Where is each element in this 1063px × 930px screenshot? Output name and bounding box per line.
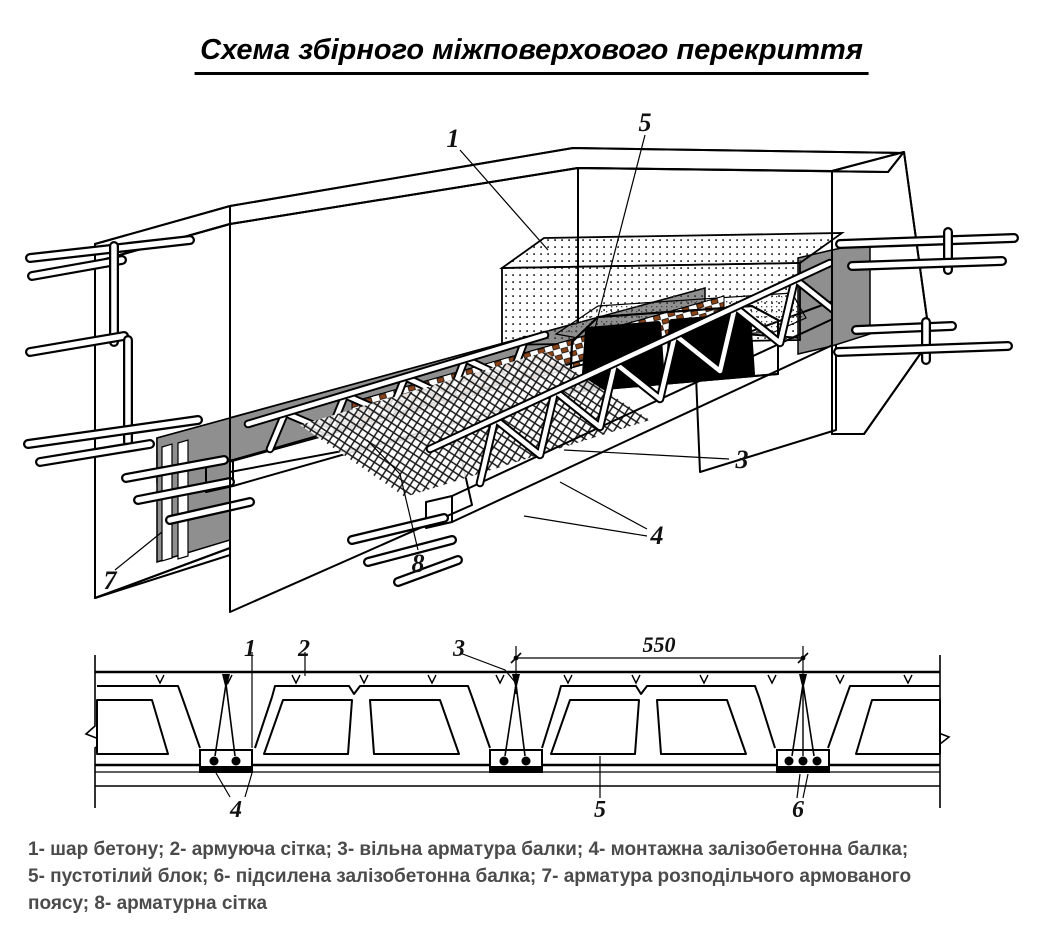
legend-line-3: поясу; 8- арматурна сітка [28,893,268,914]
legend-line-1: 1- шар бетону; 2- армуюча сітка; 3- віль… [28,839,909,860]
section-callout-3: 3 [452,636,465,662]
callout-8-mesh: 8 [412,549,425,578]
mounting-beam-front [347,258,853,587]
dimension-550-text: 550 [643,632,676,657]
section-callout-5: 5 [594,797,606,823]
callout-1-concrete-layer: 1 [447,124,460,153]
section-callout-4: 4 [229,797,242,823]
wall-right [831,151,931,435]
callout-3-free-rebar: 3 [735,445,749,474]
section-callout-1: 1 [244,636,256,662]
isometric-callouts: 1 5 3 4 7 8 [104,108,749,595]
mesh-ticks [155,674,913,685]
callout-4-mounting-beam: 4 [650,521,664,550]
section-beam-1 [199,674,253,773]
legend: 1- шар бетону; 2- армуюча сітка; 3- віль… [28,836,1043,917]
section-callouts: 1 2 3 4 5 6 [215,636,809,823]
callout-7-belt-rebar: 7 [104,566,118,595]
legend-line-2: 5- пустотілий блок; 6- підсилена залізоб… [28,866,912,887]
callout-5-hollow-block: 5 [639,108,652,137]
isometric-view: 1 5 3 4 7 8 [23,108,1019,613]
section-callout-6: 6 [792,797,804,823]
structure-edges [94,168,833,612]
rebar-rods-beam-rear [121,455,255,525]
section-beam-2 [489,674,543,773]
section-blocks [96,685,941,755]
anchor-rods-right [833,227,1019,365]
dimension-550: 550 [510,632,809,694]
page-title: Схема збірного міжповерхового перекриття [194,34,869,75]
section-callout-2: 2 [297,636,310,662]
section-view: 550 1 2 3 4 5 6 [84,632,951,823]
rebar-rods-beam-front [347,513,463,587]
section-beam-3-reinforced [776,674,830,773]
anchor-rods-left [23,235,203,467]
